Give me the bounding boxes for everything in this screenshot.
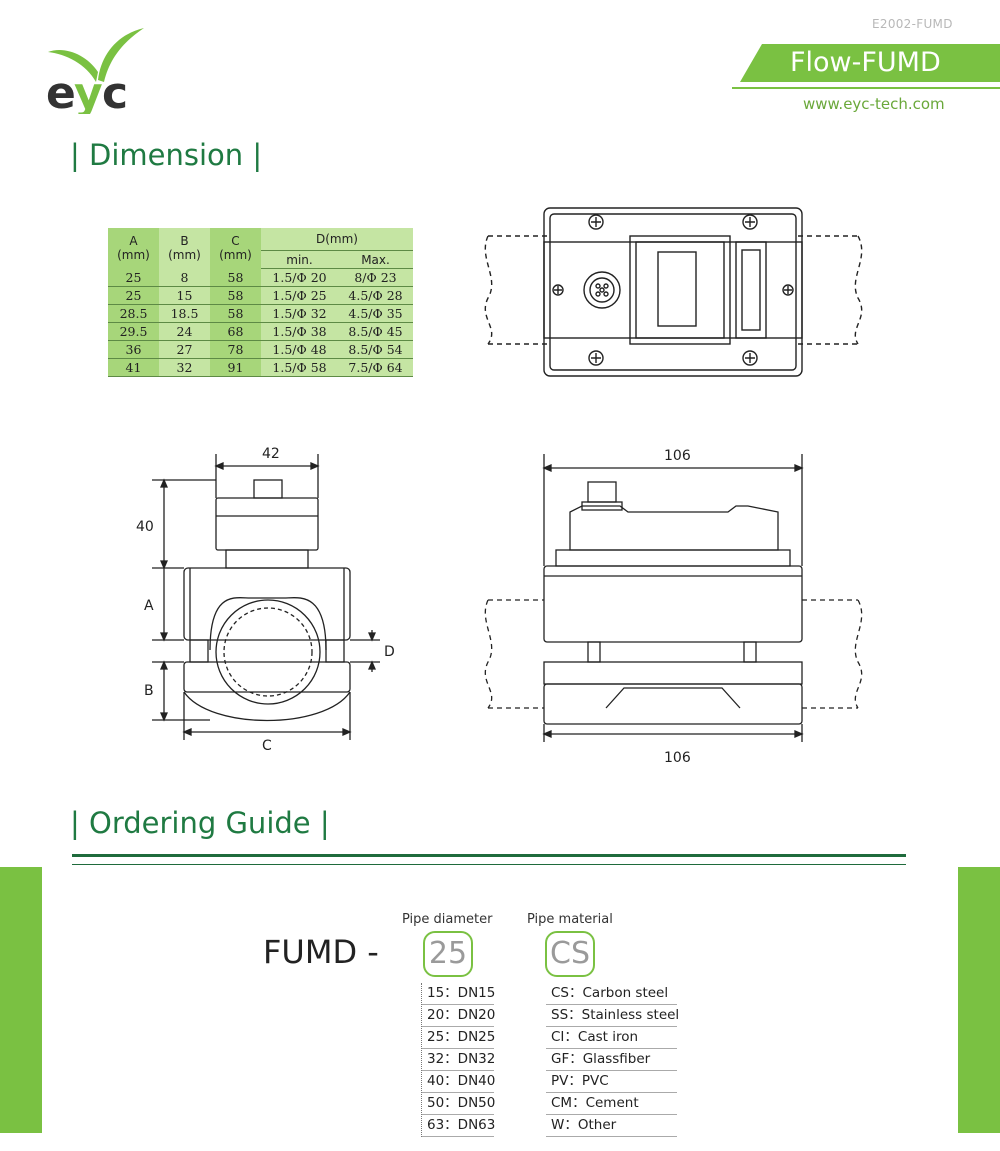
col-header-a: A(mm) <box>108 228 159 269</box>
list-item: 25：DN25 <box>422 1027 495 1049</box>
list-item: CI：Cast iron <box>546 1027 677 1049</box>
table-row: 29.5 24 68 1.5/Φ 38 8.5/Φ 45 <box>108 322 413 341</box>
pipe-material-label: Pipe material <box>527 912 613 927</box>
col-header-d-max: Max. <box>338 250 413 269</box>
pipe-material-code-box: CS <box>545 931 595 977</box>
dim-label-40: 40 <box>136 519 154 535</box>
dim-label-106-bottom: 106 <box>664 750 691 766</box>
pipe-diameter-label: Pipe diameter <box>402 912 493 927</box>
product-title: Flow-FUMD <box>790 47 941 78</box>
company-logo: e y c <box>46 24 146 119</box>
list-item: 40：DN40 <box>422 1071 495 1093</box>
dim-label-d: D <box>384 644 395 660</box>
document-code: E2002-FUMD <box>872 17 953 31</box>
table-row: 41 32 91 1.5/Φ 58 7.5/Φ 64 <box>108 358 413 377</box>
list-item: PV：PVC <box>546 1071 677 1093</box>
dim-label-106-top: 106 <box>664 448 691 464</box>
list-item: SS：Stainless steel <box>546 1005 679 1027</box>
list-item: W：Other <box>546 1115 677 1137</box>
list-item: 20：DN20 <box>422 1005 495 1027</box>
top-view-drawing <box>484 207 863 377</box>
title-banner <box>740 44 1000 82</box>
front-view-drawing: 106 106 <box>484 448 863 766</box>
pipe-diameter-code-box: 25 <box>423 931 473 977</box>
dim-label-c: C <box>262 738 272 754</box>
dim-label-42: 42 <box>262 446 280 462</box>
col-header-c: C(mm) <box>210 228 261 269</box>
col-header-b: B(mm) <box>159 228 210 269</box>
svg-text:y: y <box>74 68 103 114</box>
table-row: 25 15 58 1.5/Φ 25 4.5/Φ 28 <box>108 286 413 305</box>
list-item: 15：DN15 <box>422 983 495 1005</box>
dimension-table: A(mm) B(mm) C(mm) D(mm) min. Max. 25 8 5… <box>108 228 413 377</box>
svg-text:c: c <box>102 68 128 114</box>
list-item: 63：DN63 <box>422 1115 495 1137</box>
col-header-d: D(mm) <box>261 228 413 251</box>
dimension-section-title: | Dimension | <box>70 138 263 172</box>
pipe-diameter-options: 15：DN15 20：DN20 25：DN25 32：DN32 40：DN40 … <box>421 983 495 1137</box>
logo-leaf-icon: e y c <box>46 28 144 119</box>
table-row: 28.5 18.5 58 1.5/Φ 32 4.5/Φ 35 <box>108 304 413 323</box>
left-accent-bar <box>0 867 42 1133</box>
list-item: CM：Cement <box>546 1093 677 1115</box>
ordering-section-title: | Ordering Guide | <box>70 806 330 840</box>
dim-label-b: B <box>144 683 154 699</box>
col-header-d-min: min. <box>261 250 338 269</box>
table-row: 25 8 58 1.5/Φ 20 8/Φ 23 <box>108 268 413 287</box>
table-row: 36 27 78 1.5/Φ 48 8.5/Φ 54 <box>108 340 413 359</box>
list-item: 32：DN32 <box>422 1049 495 1071</box>
pipe-material-options: CS：Carbon steel SS：Stainless steel CI：Ca… <box>546 983 679 1137</box>
list-item: GF：Glassfiber <box>546 1049 677 1071</box>
list-item: CS：Carbon steel <box>546 983 677 1005</box>
section-divider <box>72 854 906 857</box>
model-prefix: FUMD - <box>263 933 379 971</box>
list-item: 50：DN50 <box>422 1093 495 1115</box>
svg-text:e: e <box>46 68 76 114</box>
website-link[interactable]: www.eyc-tech.com <box>803 95 945 113</box>
side-view-drawing: 42 40 A B D C <box>136 446 395 754</box>
right-accent-bar <box>958 867 1000 1133</box>
dim-label-a: A <box>144 598 154 614</box>
section-divider-thin <box>72 864 906 865</box>
banner-divider <box>732 87 1000 89</box>
